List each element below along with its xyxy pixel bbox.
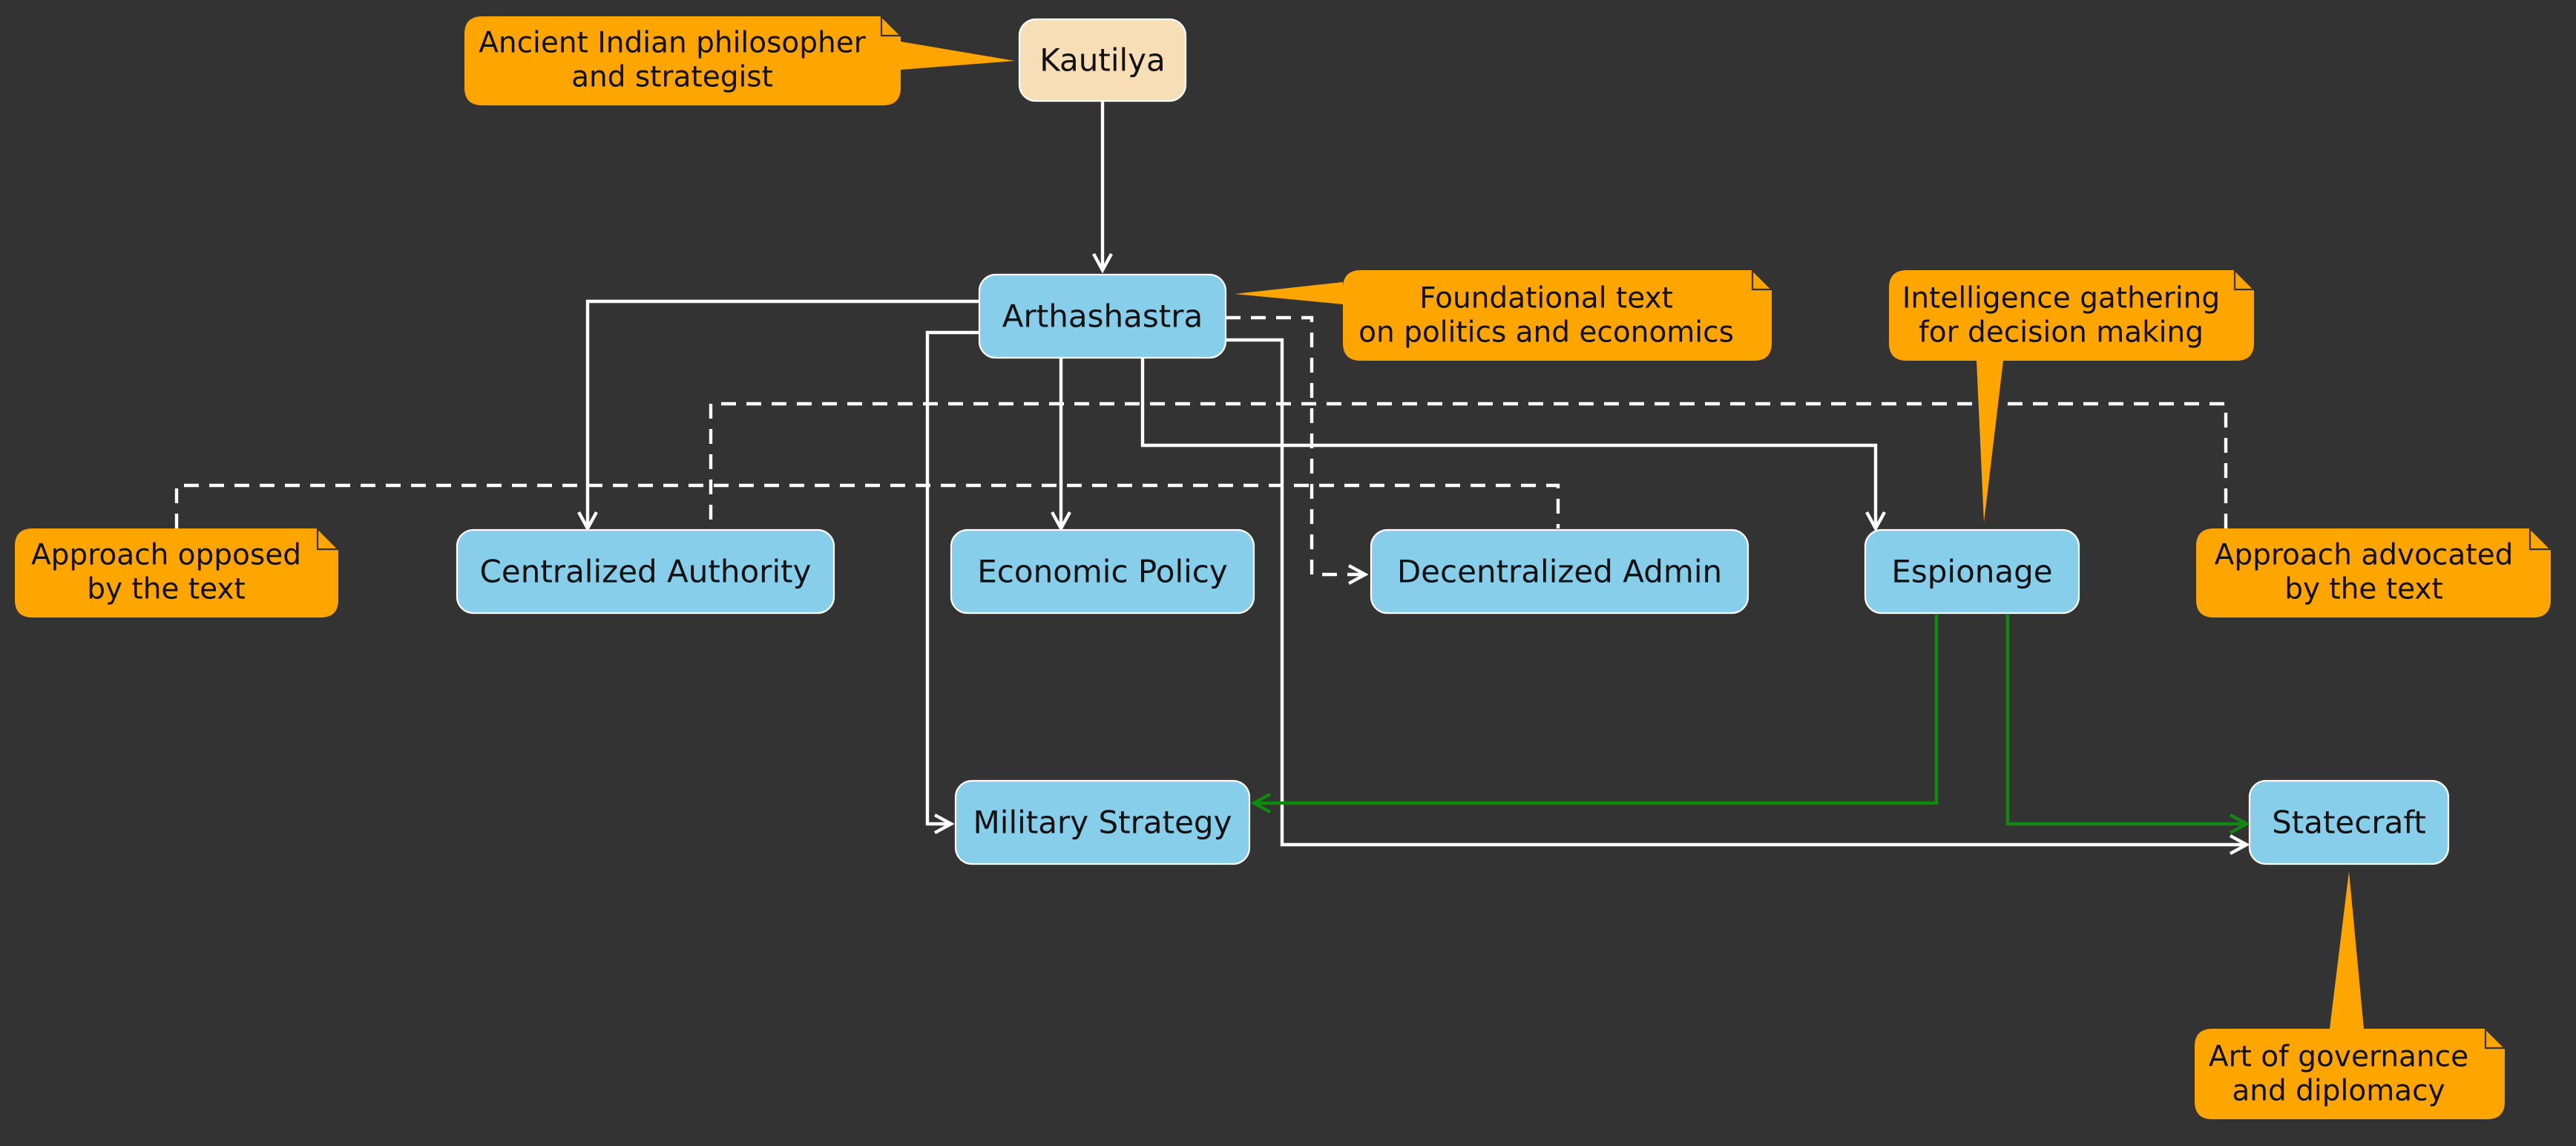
edges: [174, 101, 2247, 845]
note-arthashastra: Foundational text on politics and econom…: [1235, 268, 1774, 361]
node-statecraft[interactable]: Statecraft: [2248, 779, 2450, 865]
node-arthashastra-label: Arthashastra: [1002, 298, 1203, 335]
edge-arthashastra-military-strategy: [925, 330, 979, 824]
edge-espionage-statecraft: [2005, 615, 2247, 824]
node-kautilya[interactable]: Kautilya: [1018, 18, 1187, 102]
note-advocated-line2: by the text: [2284, 573, 2443, 606]
edge-espionage-military-strategy: [1254, 615, 1939, 803]
node-decentralized-admin[interactable]: Decentralized Admin: [1370, 528, 1749, 615]
node-kautilya-label: Kautilya: [1039, 42, 1166, 79]
node-decentralized-admin-label: Decentralized Admin: [1397, 554, 1722, 590]
node-economic-policy[interactable]: Economic Policy: [950, 528, 1255, 615]
edge-arthashastra-centralized-authority: [588, 299, 979, 528]
note-espionage: Intelligence gathering for decision maki…: [1889, 268, 2256, 523]
edge-arthashastra-statecraft: [1226, 338, 2247, 845]
edge-arthashastra-decentralized-admin: [1226, 315, 1365, 574]
note-link-opposed: [174, 483, 1560, 528]
note-kautilya-line2: and strategist: [571, 61, 773, 94]
node-centralized-authority-label: Centralized Authority: [480, 554, 812, 590]
note-kautilya: Ancient Indian philosopher and strategis…: [464, 14, 1015, 105]
node-military-strategy[interactable]: Military Strategy: [954, 779, 1251, 865]
edge-arthashastra-espionage: [1140, 358, 1876, 528]
note-approach-opposed: Approach opposed by the text: [15, 526, 341, 618]
node-arthashastra[interactable]: Arthashastra: [978, 273, 1227, 359]
node-centralized-authority[interactable]: Centralized Authority: [456, 528, 835, 615]
note-arthashastra-line1: Foundational text: [1419, 282, 1673, 315]
node-espionage[interactable]: Espionage: [1864, 528, 2080, 615]
note-arthashastra-line2: on politics and economics: [1358, 316, 1734, 350]
note-opposed-line2: by the text: [87, 573, 246, 606]
note-opposed-line1: Approach opposed: [31, 539, 301, 572]
note-link-advocated: [709, 402, 2228, 528]
node-military-strategy-label: Military Strategy: [973, 805, 1232, 841]
note-espionage-line1: Intelligence gathering: [1902, 282, 2220, 315]
note-espionage-line2: for decision making: [1919, 316, 2204, 350]
note-statecraft-line2: and diplomacy: [2232, 1075, 2445, 1108]
note-statecraft: Art of governance and diplomacy: [2195, 871, 2507, 1119]
note-kautilya-line1: Ancient Indian philosopher: [479, 27, 867, 60]
note-advocated-line1: Approach advocated: [2215, 539, 2514, 572]
node-espionage-label: Espionage: [1891, 554, 2052, 590]
node-statecraft-label: Statecraft: [2272, 805, 2426, 841]
node-economic-policy-label: Economic Policy: [977, 554, 1227, 590]
note-statecraft-line1: Art of governance: [2209, 1041, 2468, 1074]
note-approach-advocated: Approach advocated by the text: [2196, 526, 2553, 618]
